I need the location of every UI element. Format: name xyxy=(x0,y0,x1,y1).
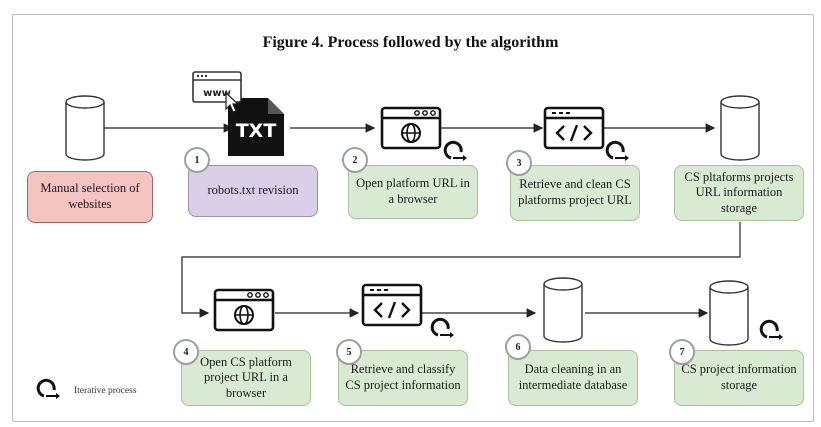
legend-iterative-label: Iterative process xyxy=(74,386,137,396)
figure-title: Figure 4. Process followed by the algori… xyxy=(262,34,559,51)
step-number-badge: 4 xyxy=(173,339,199,365)
svg-text:www: www xyxy=(203,88,231,99)
iterative-arrow-icon xyxy=(759,319,785,342)
step-number-badge: 7 xyxy=(669,339,695,365)
figure-frame xyxy=(12,14,814,422)
step-box-data-cleaning: Data cleaning in an intermediate databas… xyxy=(508,350,638,406)
step-box-open-platform-url: Open platform URL in a browser xyxy=(348,165,478,219)
browser-globe-icon xyxy=(380,106,442,150)
step-box-open-project-url: Open CS platform project URL in a browse… xyxy=(181,350,311,406)
database-icon xyxy=(709,280,749,346)
iterative-arrow-icon xyxy=(36,378,62,401)
step-number-badge: 3 xyxy=(506,150,532,176)
connector-5 xyxy=(181,222,741,318)
step-number-badge: 6 xyxy=(505,334,531,360)
step-box-retrieve-clean: Retrieve and clean CS platforms project … xyxy=(510,165,640,221)
browser-globe-icon xyxy=(213,288,275,332)
step-box-url-storage: CS pltaforms projects URL information st… xyxy=(674,165,804,221)
step-box-project-storage: CS project information storage xyxy=(674,350,804,406)
code-window-icon xyxy=(361,283,423,327)
step-box-robots-revision: robots.txt revision xyxy=(188,165,318,217)
step-box-manual-selection: Manual selection of websites xyxy=(27,171,153,223)
database-icon xyxy=(543,277,583,343)
iterative-arrow-icon xyxy=(443,140,469,163)
step-number-badge: 5 xyxy=(336,339,362,365)
database-icon xyxy=(720,95,760,161)
iterative-arrow-icon xyxy=(430,317,456,340)
step-number-badge: 2 xyxy=(342,147,368,173)
iterative-arrow-icon xyxy=(605,140,631,163)
database-icon xyxy=(65,95,105,161)
robots-txt-icon: TXT www xyxy=(192,71,284,156)
svg-text:TXT: TXT xyxy=(236,120,277,142)
code-window-icon xyxy=(543,106,605,150)
step-number-badge: 1 xyxy=(184,147,210,173)
